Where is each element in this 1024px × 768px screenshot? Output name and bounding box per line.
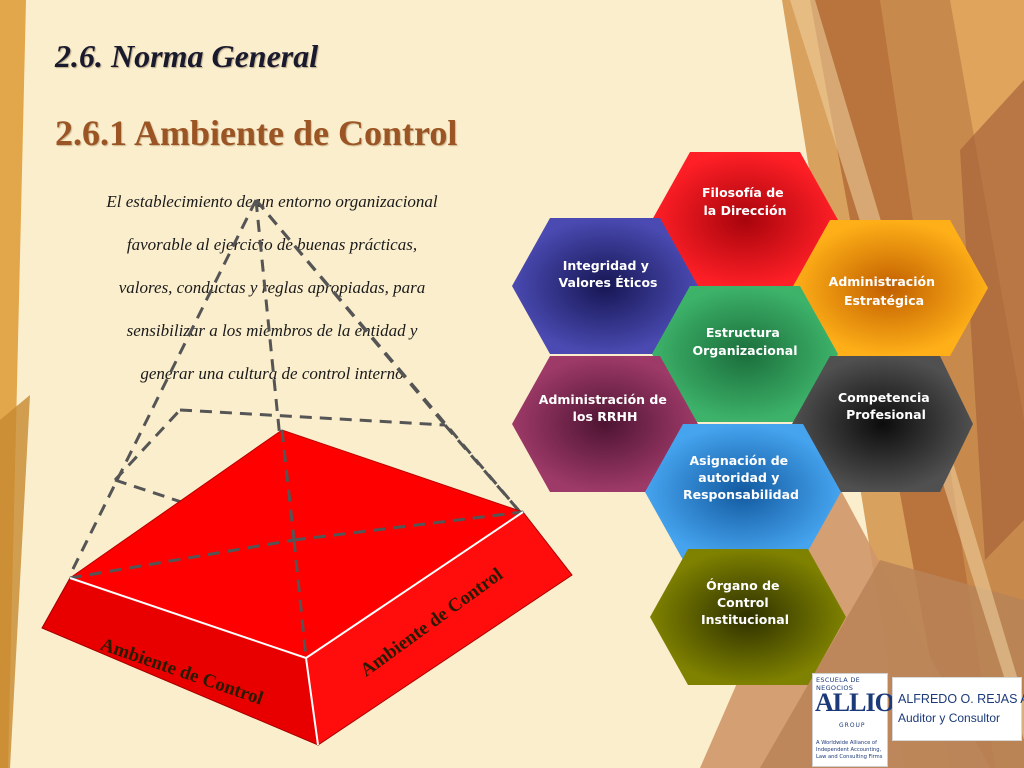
hex-asignacion-autoridad: Asignación de autoridad y Responsabilida…: [645, 424, 841, 560]
description-line: valores, conductas y reglas apropiadas, …: [118, 278, 426, 297]
hex-label-line: Institucional: [701, 612, 789, 627]
alliott-logo: ESCUELA DE NEGOCIOS ALLIOTT GROUP A Worl…: [812, 673, 927, 767]
author-role: Auditor y Consultor: [898, 711, 1001, 725]
svg-text:Estructura Organizacio: Estructura Organizacional: [693, 325, 798, 358]
hex-label-line: Integridad y: [563, 258, 649, 273]
hex-estructura-organizacional: Estructura Organizacional: [652, 286, 838, 422]
logo-group-text: GROUP: [839, 722, 866, 729]
hex-label-line: Filosofía de: [702, 185, 784, 200]
author-name: ALFREDO O. REJAS AGUILAR: [898, 692, 1024, 706]
pyramid-wireframe: [68, 199, 522, 576]
hex-label-line: los RRHH: [573, 409, 638, 424]
description-line: favorable al ejercicio de buenas práctic…: [126, 235, 418, 254]
hex-label-line: Administración: [829, 274, 935, 289]
svg-text:Órgano de Control: Órgano de Control Institucional: [701, 578, 789, 627]
description-line: generar una cultura de control interno: [140, 364, 404, 383]
logo-school-text: ESCUELA DE NEGOCIOS: [816, 676, 861, 692]
hex-integridad-valores: Integridad y Valores Éticos: [512, 218, 698, 354]
hex-label-line: la Dirección: [704, 203, 787, 218]
hex-label-line: Control: [717, 595, 769, 610]
pyramid-diagram: Ambiente de Control Ambiente de Control: [41, 199, 573, 746]
svg-text:Competencia Profesiona: Competencia Profesional: [838, 390, 934, 422]
hex-label-line: Estructura: [706, 325, 780, 340]
hex-label-line: Órgano de: [706, 578, 779, 593]
logo-tagline: A Worldwide Alliance of Independent Acco…: [816, 740, 883, 760]
hex-administracion-estrategica: Administración Estratégica: [792, 220, 988, 356]
description-line: El establecimiento de un entorno organiz…: [106, 192, 438, 211]
hex-administracion-rrhh: Administración de los RRHH: [512, 356, 698, 492]
hex-label-line: Profesional: [846, 407, 926, 422]
hex-filosofia-direccion: Filosofía de la Dirección: [652, 152, 838, 288]
hex-label-line: Responsabilidad: [683, 487, 799, 502]
slide-subtitle: 2.6.1 Ambiente de Control: [55, 113, 458, 153]
slide-title: 2.6. Norma General: [55, 38, 319, 74]
hex-label-line: autoridad y: [698, 470, 779, 485]
svg-text:Administración de los: Administración de los RRHH: [539, 392, 671, 424]
author-card: ALFREDO O. REJAS AGUILAR Auditor y Consu…: [892, 677, 1024, 741]
hex-organo-control: Órgano de Control Institucional: [650, 549, 846, 685]
hexagon-diagram: Filosofía de la Dirección Integridad y V…: [512, 152, 988, 685]
hex-label-line: Asignación de: [690, 453, 789, 468]
hex-competencia-profesional: Competencia Profesional: [792, 356, 973, 492]
svg-text:Administración Estraté: Administración Estratégica: [829, 274, 940, 308]
hex-label-line: Estratégica: [844, 293, 924, 308]
description-line: sensibilizar a los miembros de la entida…: [126, 321, 418, 340]
svg-text:Filosofía de la Direcc: Filosofía de la Dirección: [702, 185, 788, 218]
hex-label-line: Organizacional: [693, 343, 798, 358]
svg-text:Integridad y Valores É: Integridad y Valores Éticos: [559, 258, 658, 290]
hex-label-line: Competencia: [838, 390, 930, 405]
description-text: El establecimiento de un entorno organiz…: [62, 180, 482, 395]
svg-text:Asignación de autorida: Asignación de autoridad y Responsabilida…: [683, 453, 799, 502]
hex-label-line: Valores Éticos: [559, 275, 658, 290]
hex-label-line: Administración de: [539, 392, 667, 407]
